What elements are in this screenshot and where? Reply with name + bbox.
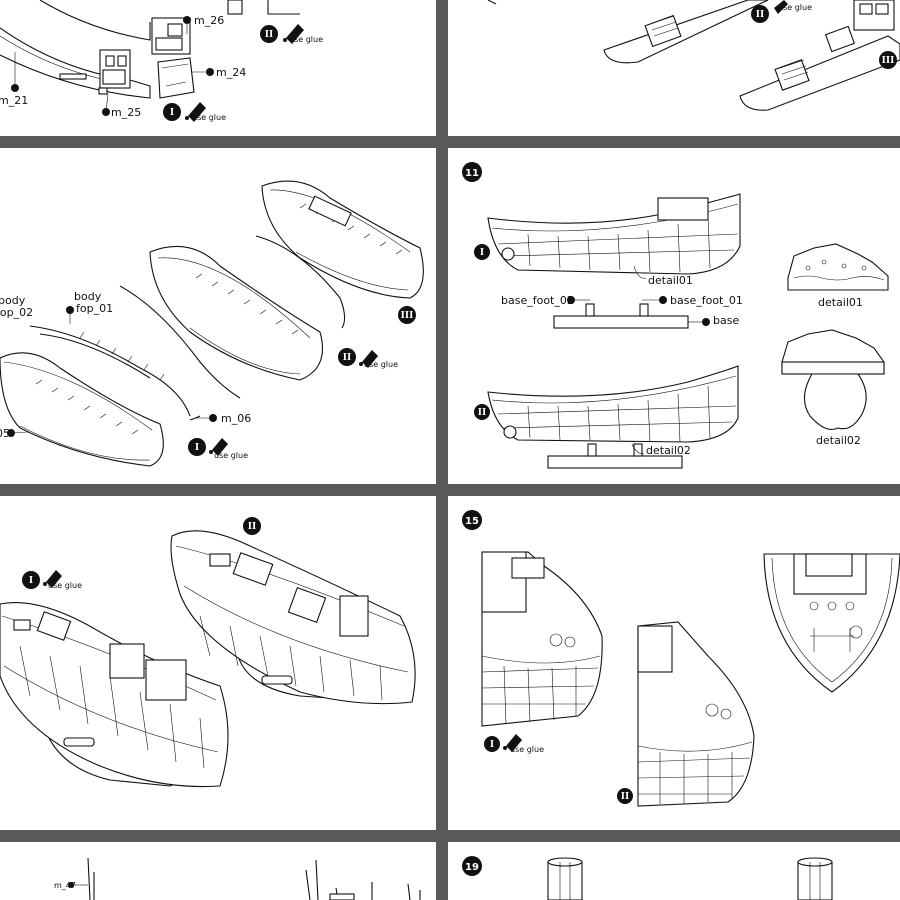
- part-label-m26: m_26: [194, 14, 224, 27]
- step-number-badge: [462, 162, 482, 182]
- glue-note: use glue: [510, 745, 544, 754]
- marker-i: [474, 244, 490, 260]
- panel-b-drawing: II use glue III: [487, 0, 900, 111]
- panel-step-11: 11 I detail01 base_foot_02 base_foot_01: [448, 148, 900, 484]
- panel-step-15: 15 I use glue: [448, 496, 900, 830]
- panel-step-19: 19: [448, 842, 900, 900]
- glue-icon: [43, 570, 62, 588]
- funnel-right: [797, 857, 833, 900]
- panel-step-top-left: II use glue I use glue m_21 m_26 m_24 m_…: [0, 0, 436, 136]
- panel-f-drawing: 15 I use glue: [462, 510, 900, 807]
- marker-i: [188, 438, 206, 456]
- glue-icon: [209, 438, 228, 456]
- hull-iii: [261, 180, 424, 299]
- bow-closeup-ii: [637, 621, 755, 807]
- step-number: 19: [465, 862, 479, 873]
- callout-detail01: detail01: [648, 274, 693, 287]
- glue-icon: [359, 350, 378, 368]
- part-label-m47: m_47: [54, 881, 76, 890]
- marker-ii-label: II: [343, 353, 351, 363]
- panel-step-top-right: II use glue III: [448, 0, 900, 136]
- part-label-m05: 05: [0, 427, 10, 440]
- glue-note: use glue: [778, 3, 812, 12]
- panel-g-drawing: m_47: [54, 857, 421, 900]
- part-label-fop-01: fop_01: [76, 302, 113, 315]
- panel-h-drawing: 19: [462, 856, 833, 900]
- panel-e-drawing: II I use glue: [0, 517, 416, 788]
- glue-note: use glue: [214, 451, 248, 460]
- marker-ii: [474, 404, 490, 420]
- marker-ii: [617, 788, 633, 804]
- glue-note: use glue: [364, 360, 398, 369]
- glue-icon: [283, 24, 304, 44]
- detail02-label: detail02: [816, 434, 861, 447]
- bow-top-view: [763, 553, 900, 693]
- hull-i: [0, 352, 164, 467]
- part-label-fop-02: fop_02: [0, 306, 33, 319]
- marker-iii: [879, 51, 897, 69]
- glue-icon: [185, 102, 206, 122]
- marker-i-label: I: [480, 248, 484, 258]
- panel-c-drawing: III II use glue: [0, 180, 424, 467]
- marker-ii: [338, 348, 356, 366]
- panel-step-masts: m_47: [0, 842, 436, 900]
- hull-side-view-i: [487, 193, 741, 275]
- part-label-body: body: [74, 290, 102, 303]
- marker-i-label: I: [170, 108, 174, 118]
- marker-i: [484, 736, 500, 752]
- marker-ii: [243, 517, 261, 535]
- part-label-m25: m_25: [111, 106, 141, 119]
- marker-i-label: I: [29, 576, 33, 586]
- marker-ii-label: II: [248, 522, 256, 532]
- ship-model-i: [0, 601, 229, 788]
- step-number: 15: [465, 516, 479, 527]
- marker-i: [163, 103, 181, 121]
- glue-note: use glue: [289, 35, 323, 44]
- marker-ii-label: II: [621, 792, 629, 802]
- base-part: [553, 303, 689, 329]
- part-label-base-foot-01: base_foot_01: [670, 294, 743, 307]
- glue-icon: [774, 0, 788, 14]
- marker-i-label: I: [195, 443, 199, 453]
- hull-ii: [149, 245, 324, 381]
- ship-model-ii: [170, 530, 416, 705]
- step-number: 11: [465, 168, 479, 179]
- marker-iii: [398, 306, 416, 324]
- glue-icon: [503, 734, 522, 752]
- callout-detail02: detail02: [646, 444, 691, 457]
- panel-step-assembled-ships: II I use glue: [0, 496, 436, 830]
- part-label-base-foot-02: base_foot_02: [501, 294, 574, 307]
- detail01-label: detail01: [818, 296, 863, 309]
- marker-ii-label: II: [756, 10, 764, 20]
- marker-i-label: I: [490, 740, 494, 750]
- bow-closeup-i: [481, 551, 603, 727]
- part-label-base: base: [713, 314, 739, 327]
- marker-iii-label: III: [882, 56, 895, 66]
- glue-note: use glue: [192, 113, 226, 122]
- detail02-view: [781, 329, 885, 431]
- marker-ii: [260, 25, 278, 43]
- part-label-m21: m_21: [0, 94, 28, 107]
- marker-i: [22, 571, 40, 589]
- marker-ii-label: II: [478, 408, 486, 418]
- panel-step-hull-rails: III II use glue: [0, 148, 436, 484]
- glue-note: use glue: [48, 581, 82, 590]
- funnel-left: [547, 857, 583, 900]
- step-number-badge: [462, 510, 482, 530]
- panel-d-drawing: 11 I detail01 base_foot_02 base_foot_01: [462, 162, 889, 469]
- marker-ii-label: II: [265, 30, 273, 40]
- marker-iii-label: III: [401, 311, 414, 321]
- marker-ii: [751, 5, 769, 23]
- panel-a-drawing: II use glue I use glue m_21 m_26 m_24 m_…: [0, 0, 323, 122]
- detail01-view: [787, 243, 889, 291]
- part-label-m24: m_24: [216, 66, 246, 79]
- part-label-body-left: body: [0, 294, 26, 307]
- step-number-badge: [462, 856, 482, 876]
- hull-side-view-ii: [487, 365, 739, 469]
- part-label-m06: m_06: [221, 412, 251, 425]
